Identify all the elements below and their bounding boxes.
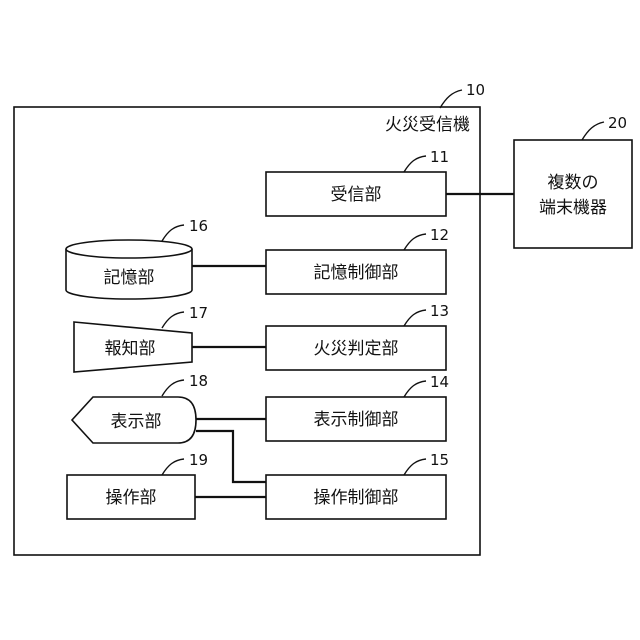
terminal-devices-leader	[582, 122, 604, 140]
fire-receiver-ref: 10	[466, 81, 485, 99]
operation-label: 操作部	[106, 488, 157, 508]
storage-control-unit-label: 記憶制御部	[314, 263, 399, 283]
fire-judgment-unit-ref: 13	[430, 302, 449, 320]
display-control-unit-label: 表示制御部	[314, 410, 399, 430]
notification-ref: 17	[189, 304, 208, 322]
display-label: 表示部	[111, 412, 162, 432]
fire-receiver-leader	[440, 90, 462, 108]
notification-label: 報知部	[105, 339, 156, 359]
fire-receiver-title: 火災受信機	[385, 115, 470, 135]
display-control-unit-ref: 14	[430, 373, 449, 391]
receiver-unit-ref: 11	[430, 148, 449, 166]
operation-control-unit-label: 操作制御部	[314, 488, 399, 508]
fire-judgment-unit-label: 火災判定部	[314, 339, 399, 359]
terminal-devices-ref: 20	[608, 114, 627, 132]
operation-control-unit-ref: 15	[430, 451, 449, 469]
receiver-unit-label: 受信部	[331, 185, 382, 205]
display-ref: 18	[189, 372, 208, 390]
storage-control-unit-ref: 12	[430, 226, 449, 244]
terminal-devices-line1: 複数の	[548, 173, 599, 193]
operation-ref: 19	[189, 451, 208, 469]
terminal-devices-line2: 端末機器	[539, 198, 607, 218]
storage-label: 記憶部	[104, 268, 155, 288]
storage-ref: 16	[189, 217, 208, 235]
terminal-devices-box	[514, 140, 632, 248]
